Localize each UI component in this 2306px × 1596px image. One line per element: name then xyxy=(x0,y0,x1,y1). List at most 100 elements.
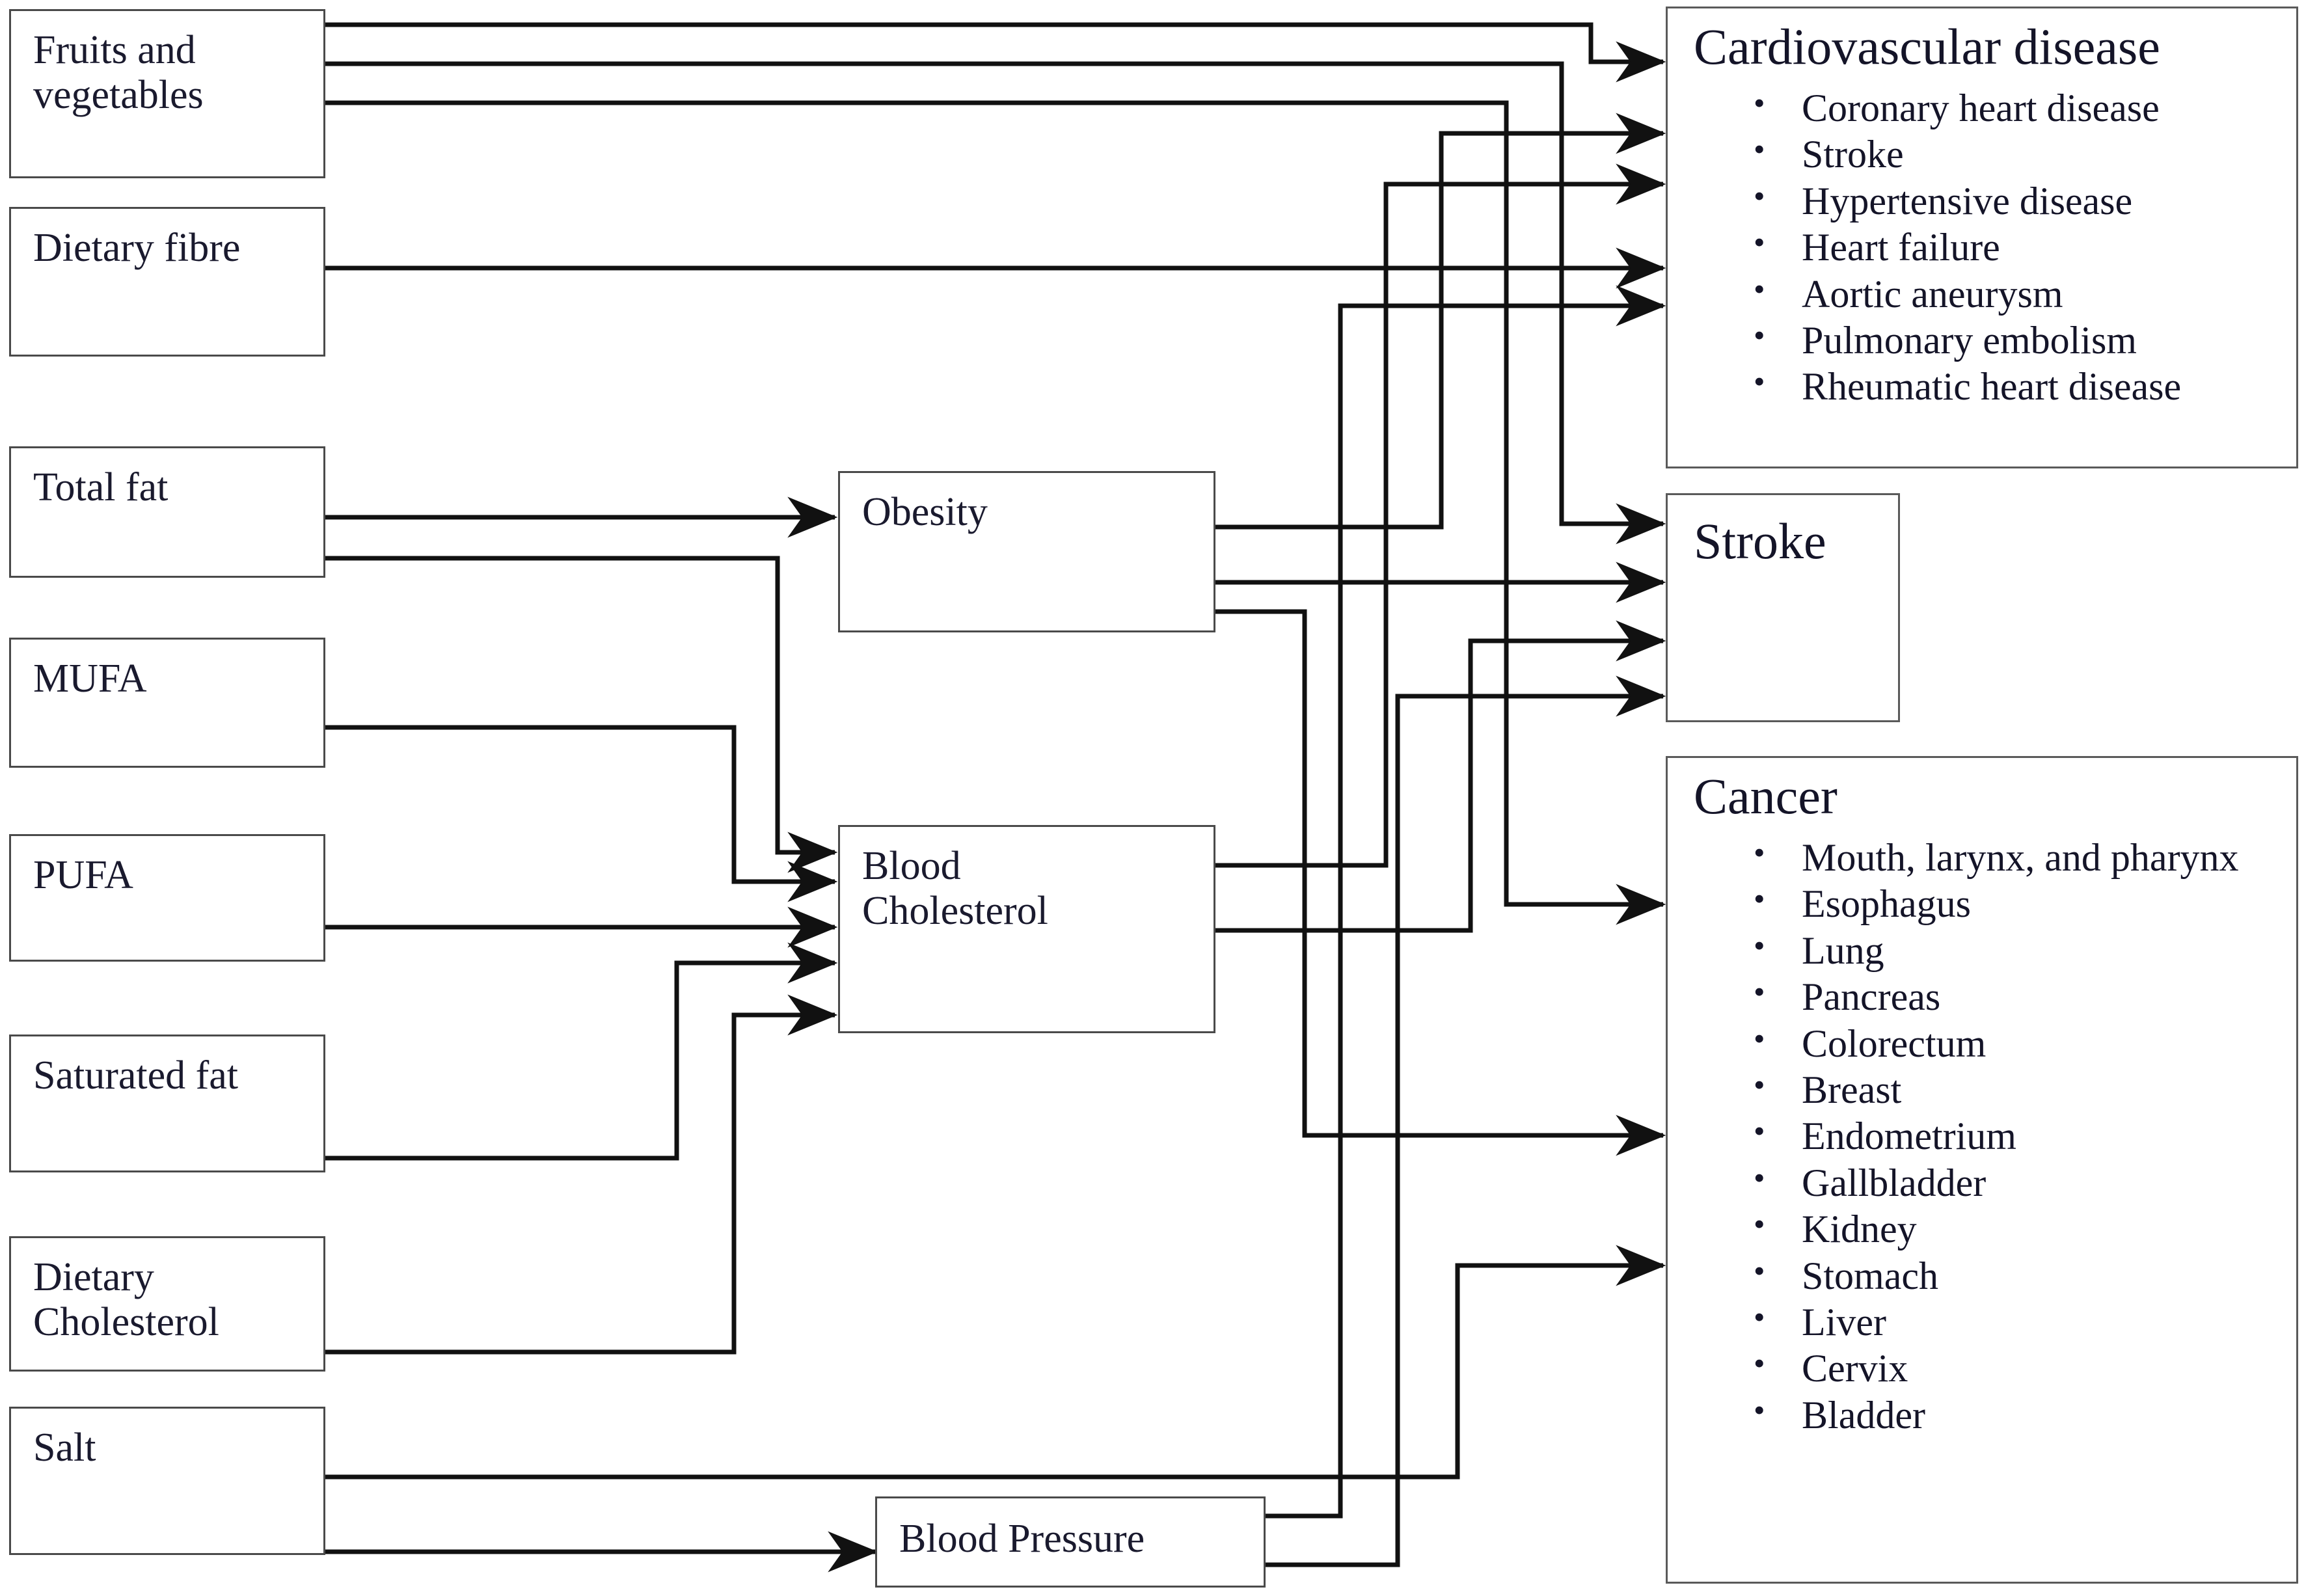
node-label-blood-pressure: Blood Pressure xyxy=(899,1517,1145,1561)
list-item-label: Aortic aneurysm xyxy=(1802,272,2063,316)
list-item-label: Kidney xyxy=(1802,1208,1917,1251)
bullet-icon: • xyxy=(1754,131,1765,168)
node-label-dietary-cholesterol: Dietary Cholesterol xyxy=(33,1255,219,1345)
outcome-list-cardiovascular-disease: • Coronary heart disease • Stroke • Hyperte… xyxy=(1744,85,2181,411)
list-item-label: Stomach xyxy=(1802,1254,1938,1297)
list-item-label: Esophagus xyxy=(1802,882,1971,926)
edge-total-fat-to-blood-cholesterol xyxy=(323,556,838,873)
list-item-label: Stroke xyxy=(1802,133,1904,176)
bullet-icon: • xyxy=(1754,1066,1765,1103)
node-cardiovascular-disease[interactable]: Cardiovascular disease • Coronary heart d… xyxy=(1666,7,2298,468)
list-item: • Colorectum xyxy=(1744,1020,2239,1067)
list-item-label: Liver xyxy=(1802,1300,1886,1344)
node-label-obesity: Obesity xyxy=(862,490,988,534)
list-item: • Pancreas xyxy=(1744,973,2239,1020)
node-total-fat[interactable]: Total fat xyxy=(9,446,325,578)
list-item-label: Mouth, larynx, and pharynx xyxy=(1802,836,2239,879)
bullet-icon: • xyxy=(1754,926,1765,964)
node-dietary-cholesterol[interactable]: Dietary Cholesterol xyxy=(9,1236,325,1372)
node-label-blood-cholesterol: Blood Cholesterol xyxy=(862,844,1048,934)
list-item: • Kidney xyxy=(1744,1206,2239,1252)
edge-blood-cholesterol-to-stroke xyxy=(1214,620,1666,933)
list-item: • Hypertensive disease xyxy=(1744,178,2181,224)
list-item-label: Hypertensive disease xyxy=(1802,179,2133,223)
node-label-pufa: PUFA xyxy=(33,853,133,897)
edge-blood-cholesterol-to-cardiovascular-disease xyxy=(1214,163,1666,868)
list-item-label: Rheumatic heart disease xyxy=(1802,365,2182,409)
bullet-icon: • xyxy=(1754,363,1765,400)
list-item: • Coronary heart disease xyxy=(1744,85,2181,131)
edge-obesity-to-cardiovascular-disease xyxy=(1214,113,1666,530)
bullet-icon: • xyxy=(1754,224,1765,261)
node-mufa[interactable]: MUFA xyxy=(9,638,325,768)
bullet-icon: • xyxy=(1754,1298,1765,1335)
list-item: • Stomach xyxy=(1744,1252,2239,1299)
edge-fruits-to-stroke xyxy=(323,61,1666,545)
node-fruits-and-vegetables[interactable]: Fruits and vegetables xyxy=(9,9,325,178)
list-item-label: Pancreas xyxy=(1802,975,1941,1019)
node-saturated-fat[interactable]: Saturated fat xyxy=(9,1035,325,1172)
list-item: • Breast xyxy=(1744,1066,2239,1113)
edge-mufa-to-blood-cholesterol xyxy=(323,725,838,902)
bullet-icon: • xyxy=(1754,1345,1765,1382)
edge-dietary-cholesterol-to-blood-cholesterol xyxy=(323,994,838,1355)
bullet-icon: • xyxy=(1754,1159,1765,1196)
node-salt[interactable]: Salt xyxy=(9,1407,325,1555)
bullet-icon: • xyxy=(1754,1252,1765,1289)
outcome-list-cancer: • Mouth, larynx, and pharynx • Esophagus •… xyxy=(1744,834,2239,1439)
node-blood-cholesterol[interactable]: Blood Cholesterol xyxy=(838,825,1215,1033)
node-obesity[interactable]: Obesity xyxy=(838,471,1215,632)
edge-salt-to-cancer xyxy=(323,1245,1666,1480)
outcome-title-cardiovascular-disease: Cardiovascular disease xyxy=(1694,18,2160,75)
list-item-label: Heart failure xyxy=(1802,226,2000,269)
list-item: • Gallbladder xyxy=(1744,1159,2239,1206)
edge-saturated-fat-to-blood-cholesterol xyxy=(323,942,838,1161)
list-item-label: Colorectum xyxy=(1802,1021,1987,1065)
node-label-saturated-fat: Saturated fat xyxy=(33,1053,239,1098)
edge-blood-pressure-to-stroke xyxy=(1262,675,1666,1567)
list-item: • Aortic aneurysm xyxy=(1744,271,2181,318)
node-label-mufa: MUFA xyxy=(33,656,147,701)
list-item-label: Gallbladder xyxy=(1802,1161,1987,1204)
node-cancer[interactable]: Cancer • Mouth, larynx, and pharynx • Esop… xyxy=(1666,756,2298,1584)
outcome-title-cancer: Cancer xyxy=(1694,768,1838,824)
list-item-label: Bladder xyxy=(1802,1393,1925,1437)
list-item: • Stroke xyxy=(1744,131,2181,178)
node-dietary-fibre[interactable]: Dietary fibre xyxy=(9,207,325,357)
list-item: • Bladder xyxy=(1744,1392,2239,1439)
list-item: • Heart failure xyxy=(1744,224,2181,271)
list-item-label: Cervix xyxy=(1802,1347,1908,1390)
node-label-total-fat: Total fat xyxy=(33,465,169,509)
bullet-icon: • xyxy=(1754,1206,1765,1243)
bullet-icon: • xyxy=(1754,85,1765,121)
bullet-icon: • xyxy=(1754,880,1765,917)
node-pufa[interactable]: PUFA xyxy=(9,834,325,962)
edge-blood-pressure-to-cardiovascular-disease xyxy=(1262,285,1666,1519)
node-label-salt: Salt xyxy=(33,1426,96,1470)
list-item: • Mouth, larynx, and pharynx xyxy=(1744,834,2239,881)
list-item: • Rheumatic heart disease xyxy=(1744,363,2182,410)
node-label-dietary-fibre: Dietary fibre xyxy=(33,226,241,270)
bullet-icon: • xyxy=(1754,1113,1765,1150)
list-item-label: Endometrium xyxy=(1802,1115,2016,1158)
bullet-icon: • xyxy=(1754,973,1765,1010)
list-item-label: Lung xyxy=(1802,928,1884,972)
list-item: • Esophagus xyxy=(1744,880,2239,927)
list-item: • Pulmonary embolism xyxy=(1744,316,2181,364)
node-label-fruits-and-vegetables: Fruits and vegetables xyxy=(33,28,204,118)
bullet-icon: • xyxy=(1754,1020,1765,1057)
bullet-icon: • xyxy=(1754,270,1765,307)
list-item-label: Breast xyxy=(1802,1068,1902,1111)
list-item-label: Coronary heart disease xyxy=(1802,87,2160,129)
outcome-title-stroke: Stroke xyxy=(1694,513,1826,569)
bullet-icon: • xyxy=(1754,834,1765,871)
node-stroke-outcome[interactable]: Stroke xyxy=(1666,493,1900,722)
list-item-label: Pulmonary embolism xyxy=(1802,318,2137,362)
bullet-icon: • xyxy=(1754,1391,1765,1428)
bullet-icon: • xyxy=(1754,316,1765,353)
node-blood-pressure[interactable]: Blood Pressure xyxy=(875,1496,1266,1588)
bullet-icon: • xyxy=(1754,177,1765,214)
list-item: • Cervix xyxy=(1744,1345,2239,1392)
